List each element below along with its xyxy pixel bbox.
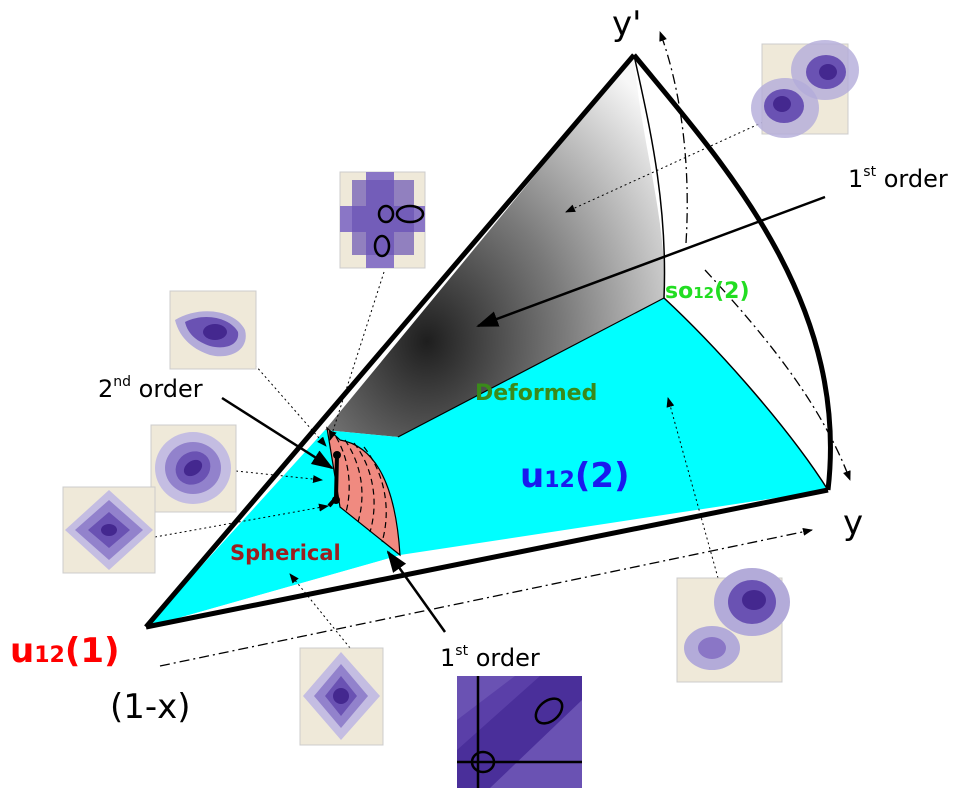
second-order-dot-top [333, 451, 341, 459]
y-prime-label: y' [612, 4, 641, 44]
one-minus-x-label: (1-x) [110, 687, 191, 727]
inset-bottom-ellipse [457, 676, 582, 788]
u12-1-label: u12(1) [10, 631, 120, 671]
so12-2-label: so12(2) [665, 279, 750, 304]
edge-to-y-prime [144, 53, 636, 629]
pointer-left-lower [154, 503, 329, 538]
y-label: y [843, 503, 863, 543]
inset-left-lower [62, 486, 156, 574]
pointer-left-upper [254, 364, 327, 447]
inset-left-upper [169, 290, 257, 370]
first-order-bottom-label: 1st order [440, 643, 540, 672]
axis-y-prime-arrow [659, 31, 688, 244]
pointer-bottom-right [666, 397, 719, 579]
ellipse-bottom [373, 234, 391, 258]
inset-bottom-right [676, 568, 790, 683]
inset-ellipse-upper [534, 697, 564, 725]
second-order-label: 2nd order [98, 374, 203, 403]
cyan-boundary-line [663, 297, 829, 491]
first-order-top-arrow [476, 195, 826, 328]
second-order-arrow [221, 396, 334, 470]
u12-2-label: u12(2) [520, 456, 630, 496]
first-order-bottom-arrow [386, 550, 447, 633]
spherical-arc-1 [335, 436, 350, 513]
inset-top-right [751, 40, 859, 138]
inset-left-middle [150, 424, 237, 513]
inset-ellipse-lower [470, 750, 496, 774]
axis-y-arrow [704, 269, 851, 481]
spherical-label: Spherical [230, 541, 341, 565]
edge-to-y [145, 487, 829, 630]
gray-edge-line [633, 54, 666, 299]
cyan-left-region [146, 495, 400, 627]
inset-bottom-center [299, 647, 384, 746]
first-order-top-label: 1st order [848, 164, 948, 193]
deformed-label: Deformed [475, 381, 597, 406]
spherical-arc-4 [363, 446, 387, 543]
axis-x-arrow [159, 527, 813, 667]
outer-arc [632, 53, 833, 491]
second-order-dot-bottom [332, 496, 340, 504]
spherical-arc-2 [344, 439, 363, 523]
deformed-boundary-line [397, 297, 665, 438]
pointer-bottom-center [289, 573, 351, 649]
ellipse-right [395, 204, 425, 224]
ellipse-top [377, 204, 395, 224]
inset-ellipses [339, 171, 426, 269]
spherical-arc-3 [353, 442, 375, 533]
